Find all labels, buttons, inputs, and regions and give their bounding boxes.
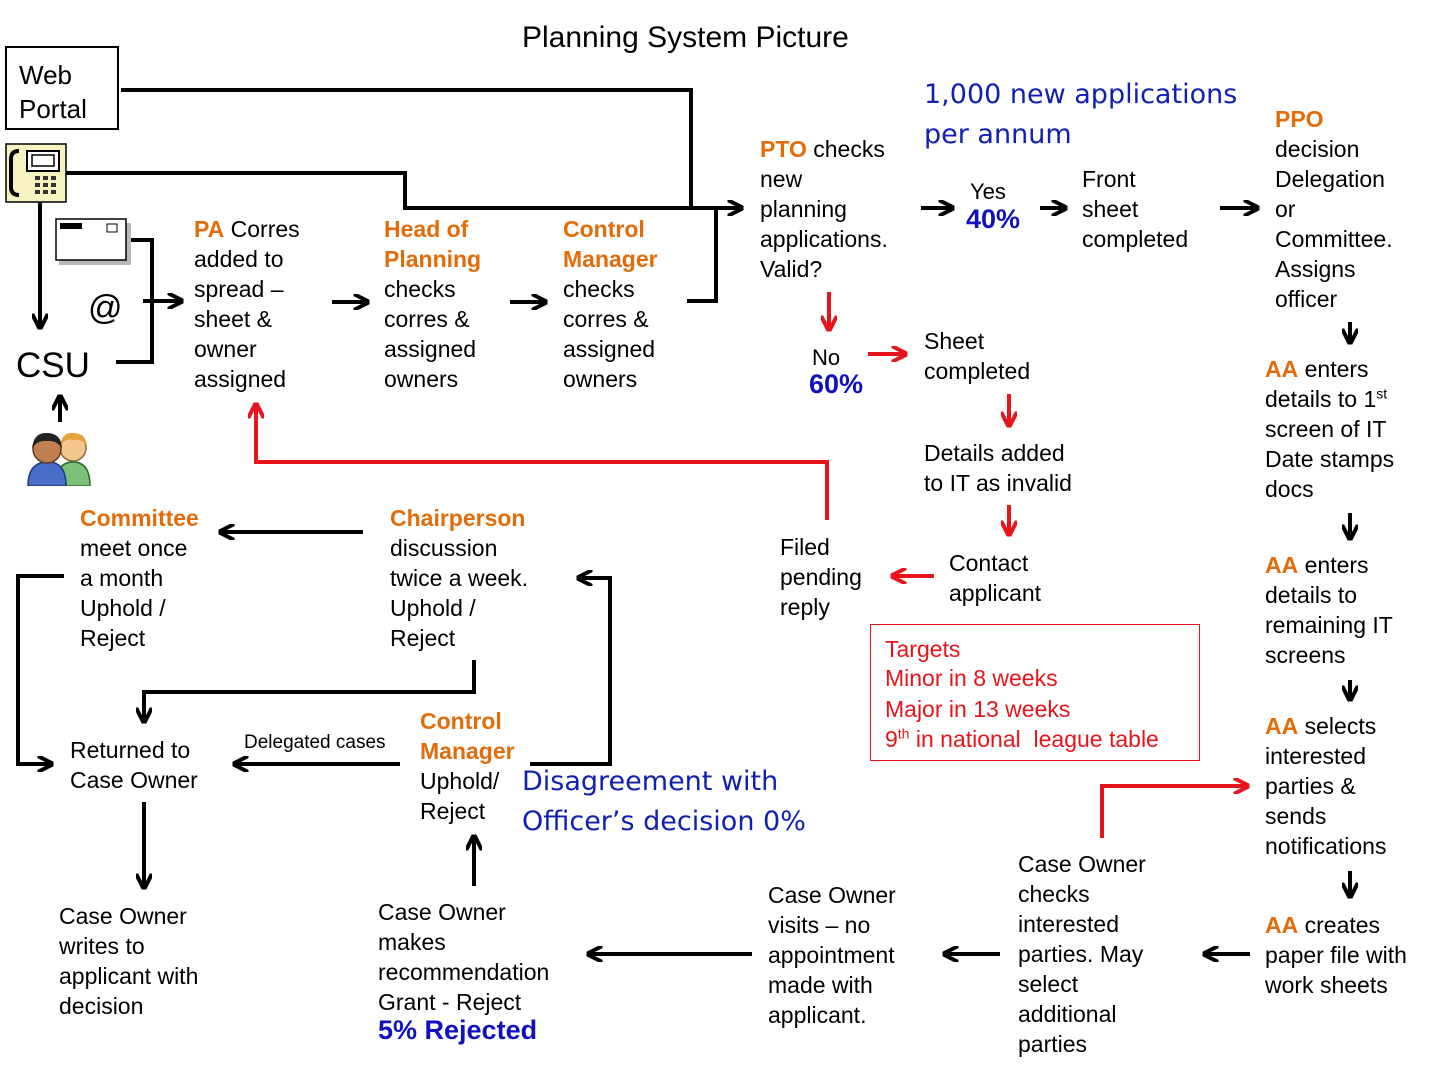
no-label: No [812, 345, 841, 370]
telephone-icon [5, 143, 67, 203]
aa1-sup: st [1376, 385, 1388, 402]
disagreement-note: Disagreement with Officer’s decision 0% [522, 766, 806, 837]
aa3-text: selects interested parties & sends notif… [1265, 713, 1387, 859]
cm-to-pto-connector [687, 208, 718, 303]
filed-to-pa-connector [256, 404, 829, 520]
aa2-text: enters details to remaining IT screens [1265, 552, 1393, 668]
pa-role: PA [194, 216, 225, 242]
committee-to-returned-connector [16, 574, 64, 764]
aa2-role: AA [1265, 552, 1299, 578]
page-title: Planning System Picture [522, 21, 849, 54]
csu-label: CSU [16, 346, 90, 385]
targets-heading: Targets [885, 636, 961, 662]
returned-node: Returned to Case Owner [70, 737, 198, 793]
co-writes-node: Case Owner writes to applicant with deci… [59, 903, 199, 1019]
envelope-icon [55, 218, 131, 265]
pto-role: PTO [760, 136, 807, 162]
front-sheet-node: Front sheet completed [1082, 166, 1189, 252]
people-icon [27, 432, 91, 486]
ppo-node: PPO decision Delegation or Committee. Ass… [1275, 104, 1393, 314]
aa-creates-node: AA creates paper file with work sheets [1265, 910, 1407, 1000]
cm1-text: checks corres & assigned owners [563, 276, 656, 392]
chairperson-text: discussion twice a week. Uphold / Reject [390, 535, 529, 651]
aa-enters-remaining-node: AA enters details to remaining IT screen… [1265, 550, 1393, 670]
cm2-role: Control Manager [420, 708, 515, 764]
league-text: in national league table [909, 726, 1159, 752]
chair-to-returned-connector [144, 660, 476, 722]
cochecks-to-aa3-connector [1100, 786, 1248, 838]
sheet-completed-node: Sheet completed [924, 328, 1031, 384]
targets-major: Major in 13 weeks [885, 696, 1071, 722]
yes-label: Yes [970, 179, 1006, 204]
targets-box [870, 624, 1200, 761]
co-visits-node: Case Owner visits – no appointment made … [768, 882, 896, 1028]
chairperson-node: Chairperson discussion twice a week. Upho… [390, 503, 528, 653]
aa3-role: AA [1265, 713, 1299, 739]
ppo-text: decision Delegation or Committee. Assign… [1275, 136, 1393, 312]
committee-text: meet once a month Uphold / Reject [80, 535, 188, 651]
applications-note: 1,000 new applications per annum [924, 79, 1238, 150]
cm1-role: Control Manager [563, 216, 658, 272]
co-checks-node: Case Owner checks interested parties. Ma… [1018, 851, 1146, 1057]
chairperson-role: Chairperson [390, 505, 526, 531]
aa1-role: AA [1265, 356, 1299, 382]
aa4-role: AA [1265, 912, 1299, 938]
web-portal-box: Web Portal [5, 46, 119, 130]
aa1-text: enters details to 1 [1265, 356, 1377, 412]
hop-role: Head of Planning [384, 216, 482, 272]
filed-pending-node: Filed pending reply [780, 534, 862, 620]
rejected-percent: 5% Rejected [378, 1015, 538, 1045]
delegated-cases-label: Delegated cases [244, 732, 386, 753]
no-percent: 60% [809, 369, 864, 399]
co-recommend-node: Case Owner makes recommendation Grant - … [378, 899, 550, 1015]
league-rank: 9 [885, 726, 898, 752]
email-at-sign: @ [88, 289, 123, 327]
portal-connector [121, 88, 693, 208]
aa-enters-first-node: AA enters details to 1st screen of IT Da… [1265, 354, 1394, 504]
targets-league: 9th in national league table [885, 724, 1159, 754]
pto-node: PTO checks new planning applications. Va… [760, 134, 888, 284]
targets-minor: Minor in 8 weeks [885, 665, 1058, 691]
ppo-role: PPO [1275, 106, 1324, 132]
committee-node: Committee meet once a month Uphold / Reje… [80, 503, 199, 653]
aa1-text2: screen of IT Date stamps docs [1265, 416, 1395, 502]
details-invalid-node: Details added to IT as invalid [924, 440, 1072, 496]
league-rank-suffix: th [897, 725, 910, 742]
hop-text: checks corres & assigned owners [384, 276, 477, 392]
aa-selects-node: AA selects interested parties & sends no… [1265, 711, 1386, 861]
phone-connector [66, 171, 742, 208]
contact-applicant-node: Contact applicant [949, 550, 1042, 606]
pa-text: Corres added to spread – sheet & owner a… [194, 216, 300, 392]
cm2-text: Uphold/ Reject [420, 768, 500, 824]
pa-node: PA Corres added to spread – sheet & owne… [194, 214, 300, 394]
pto-text: checks new planning applications. Valid? [760, 136, 888, 282]
yes-percent: 40% [966, 204, 1021, 234]
aa4-text: creates paper file with work sheets [1265, 912, 1407, 998]
committee-role: Committee [80, 505, 199, 531]
cm-to-chair-connector [530, 578, 612, 766]
